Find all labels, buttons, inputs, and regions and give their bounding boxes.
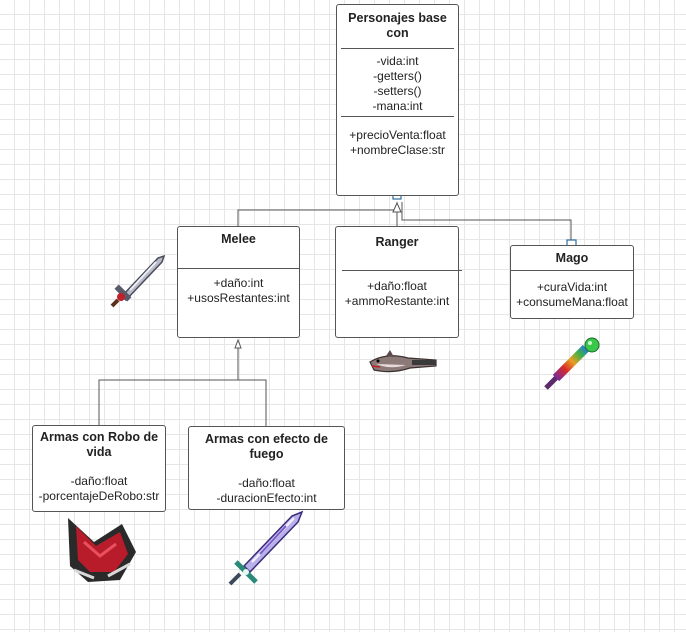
attribute: -mana:int: [372, 99, 423, 113]
attributes-section: -daño:float -duracionEfecto:int: [189, 476, 344, 506]
melee-inheritance-arrowhead: [234, 338, 242, 349]
robo-to-melee-connector: [98, 348, 239, 426]
class-title: Personajes base con: [337, 11, 458, 41]
title-line: Personajes base: [348, 11, 447, 25]
attributes-section: -daño:float -porcentajeDeRobo:str: [33, 474, 165, 504]
class-title: Armas con Robo de vida: [33, 430, 165, 460]
rainbow-staff-sprite-icon: [544, 337, 600, 390]
attribute: +daño:int: [213, 276, 264, 290]
melee-to-base-connector: [237, 202, 398, 226]
attribute: +usosRestantes:int: [187, 291, 290, 305]
class-armas-efecto-de-fuego[interactable]: Armas con efecto de fuego -daño:float -d…: [188, 426, 345, 510]
base-inheritance-arrowhead: [392, 201, 402, 213]
shark-gun-sprite-icon: [369, 350, 437, 373]
attribute: +daño:float: [367, 279, 427, 293]
sword-sprite-icon: [110, 254, 166, 308]
class-mago[interactable]: Mago +curaVida:int +consumeMana:float: [510, 245, 634, 319]
separator: [341, 116, 454, 117]
separator: [178, 268, 299, 269]
separator: [342, 270, 462, 271]
attribute: -setters(): [373, 84, 422, 98]
class-title: Mago: [555, 251, 589, 265]
attributes-section: +daño:int +usosRestantes:int: [178, 276, 299, 306]
fuego-to-melee-connector: [238, 379, 267, 426]
attributes-section: +curaVida:int +consumeMana:float: [511, 280, 633, 310]
class-armas-robo-de-vida[interactable]: Armas con Robo de vida -daño:float -porc…: [32, 425, 166, 512]
class-ranger[interactable]: Ranger +daño:float +ammoRestante:int: [335, 226, 462, 338]
class-title: Armas con efecto de fuego: [189, 432, 344, 462]
attribute: -vida:int: [376, 54, 419, 68]
attribute: -getters(): [373, 69, 422, 83]
class-title: Melee: [221, 232, 256, 246]
attributes-section: -vida:int -getters() -setters() -mana:in…: [337, 54, 458, 114]
attributes-section: +daño:float +ammoRestante:int: [336, 279, 458, 309]
crystal-sword-sprite-icon: [228, 510, 304, 586]
methods-section: +precioVenta:float +nombreClase:str: [337, 128, 458, 158]
separator: [341, 48, 454, 49]
method: +precioVenta:float: [349, 128, 446, 142]
mago-to-base-connector: [401, 202, 572, 240]
class-melee[interactable]: Melee +daño:int +usosRestantes:int: [177, 226, 300, 338]
red-wing-sprite-icon: [68, 518, 136, 582]
attribute: -daño:float: [238, 476, 295, 490]
attribute: -daño:float: [70, 474, 128, 488]
title-line: Armas con Robo de: [39, 430, 159, 444]
attribute: +ammoRestante:int: [344, 294, 450, 308]
attribute: +consumeMana:float: [516, 295, 628, 309]
method: +nombreClase:str: [349, 143, 446, 157]
title-line: con: [386, 26, 409, 40]
title-line: vida: [86, 445, 112, 459]
attribute: -duracionEfecto:int: [216, 491, 317, 505]
attribute: +curaVida:int: [536, 280, 608, 294]
attribute: -porcentajeDeRobo:str: [38, 489, 160, 503]
class-title: Ranger: [375, 235, 419, 249]
separator: [511, 270, 633, 271]
title-line: Armas con efecto de: [205, 432, 328, 446]
title-line: fuego: [249, 447, 284, 461]
class-personajes-base[interactable]: Personajes base con -vida:int -getters()…: [336, 4, 459, 196]
